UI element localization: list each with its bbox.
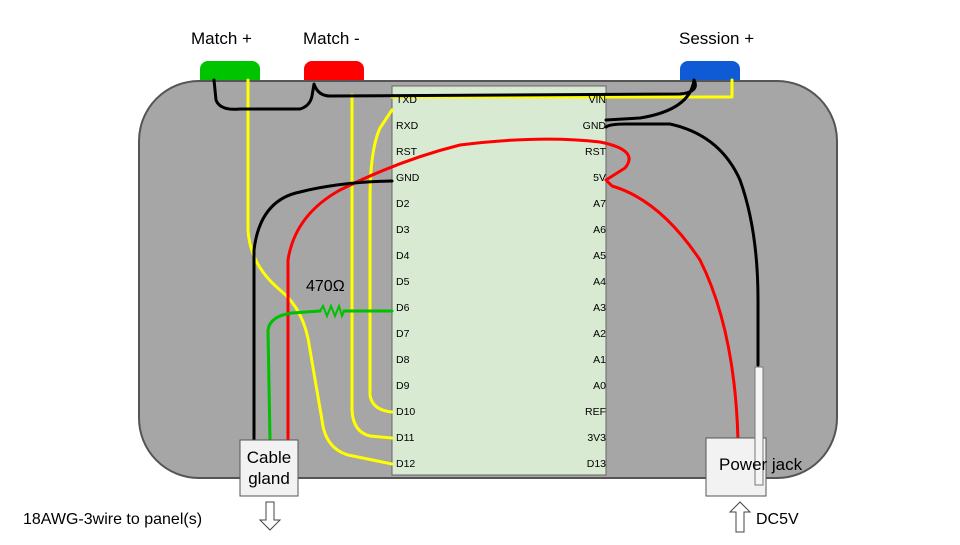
resistor-label: 470Ω [306,278,345,295]
pin-label-left-d8: D8 [396,354,410,366]
pin-label-right-a7: A7 [593,198,606,210]
microcontroller-board [391,85,607,476]
panel-cable-label: 18AWG-3wire to panel(s) [23,511,203,528]
pin-label-left-rst: RST [396,146,417,158]
cable-gland [239,439,299,497]
pin-label-right-a6: A6 [593,224,606,236]
pin-label-right-a2: A2 [593,328,606,340]
session-plus-label: Session + [679,29,755,48]
pin-label-right-ref: REF [585,406,606,418]
pin-label-left-d3: D3 [396,224,410,236]
match-plus-label: Match + [191,29,252,48]
pin-label-right-a1: A1 [593,354,606,366]
yellow-wires [246,78,734,466]
down-arrow-icon [258,501,282,531]
black-wires [212,78,760,442]
dc5v-label: DC5V [756,511,799,528]
pin-label-left-rxd: RXD [396,120,419,132]
pin-label-left-txd: TXD [396,94,417,106]
cable-gland-label-line2: gland [248,469,290,488]
pin-label-right-a0: A0 [593,380,606,392]
cable-gland-label-line1: Cable [246,448,292,467]
pin-label-left-d5: D5 [396,276,410,288]
pin-label-right-gnd: GND [582,120,606,132]
pin-label-right-rst: RST [585,146,606,158]
up-arrow-icon [728,501,752,533]
pin-label-left-gnd: GND [396,172,420,184]
green-wire [266,309,394,442]
pin-label-right-3v3: 3V3 [587,432,606,444]
pin-label-right-d13: D13 [586,458,606,470]
pin-label-right-a3: A3 [593,302,606,314]
pin-label-right-5v: 5V [593,172,606,184]
power-jack-label: Power jack [719,455,803,474]
pin-label-left-d11: D11 [396,432,415,444]
pin-label-left-d4: D4 [396,250,410,262]
pin-label-left-d9: D9 [396,380,410,392]
pin-label-left-d10: D10 [396,406,416,418]
resistor-symbol [319,302,345,320]
pin-label-left-d7: D7 [396,328,410,340]
pin-label-right-vin: VIN [588,94,606,106]
pin-label-right-a5: A5 [593,250,606,262]
red-wires [286,137,740,442]
match-minus-label: Match - [303,29,360,48]
pin-label-left-d6: D6 [396,302,410,314]
pin-label-right-a4: A4 [593,276,606,288]
power-jack-connector [754,366,764,486]
cable-gland-label: Cable gland [240,447,298,489]
pin-label-left-d2: D2 [396,198,410,210]
pin-label-left-d12: D12 [396,458,416,470]
